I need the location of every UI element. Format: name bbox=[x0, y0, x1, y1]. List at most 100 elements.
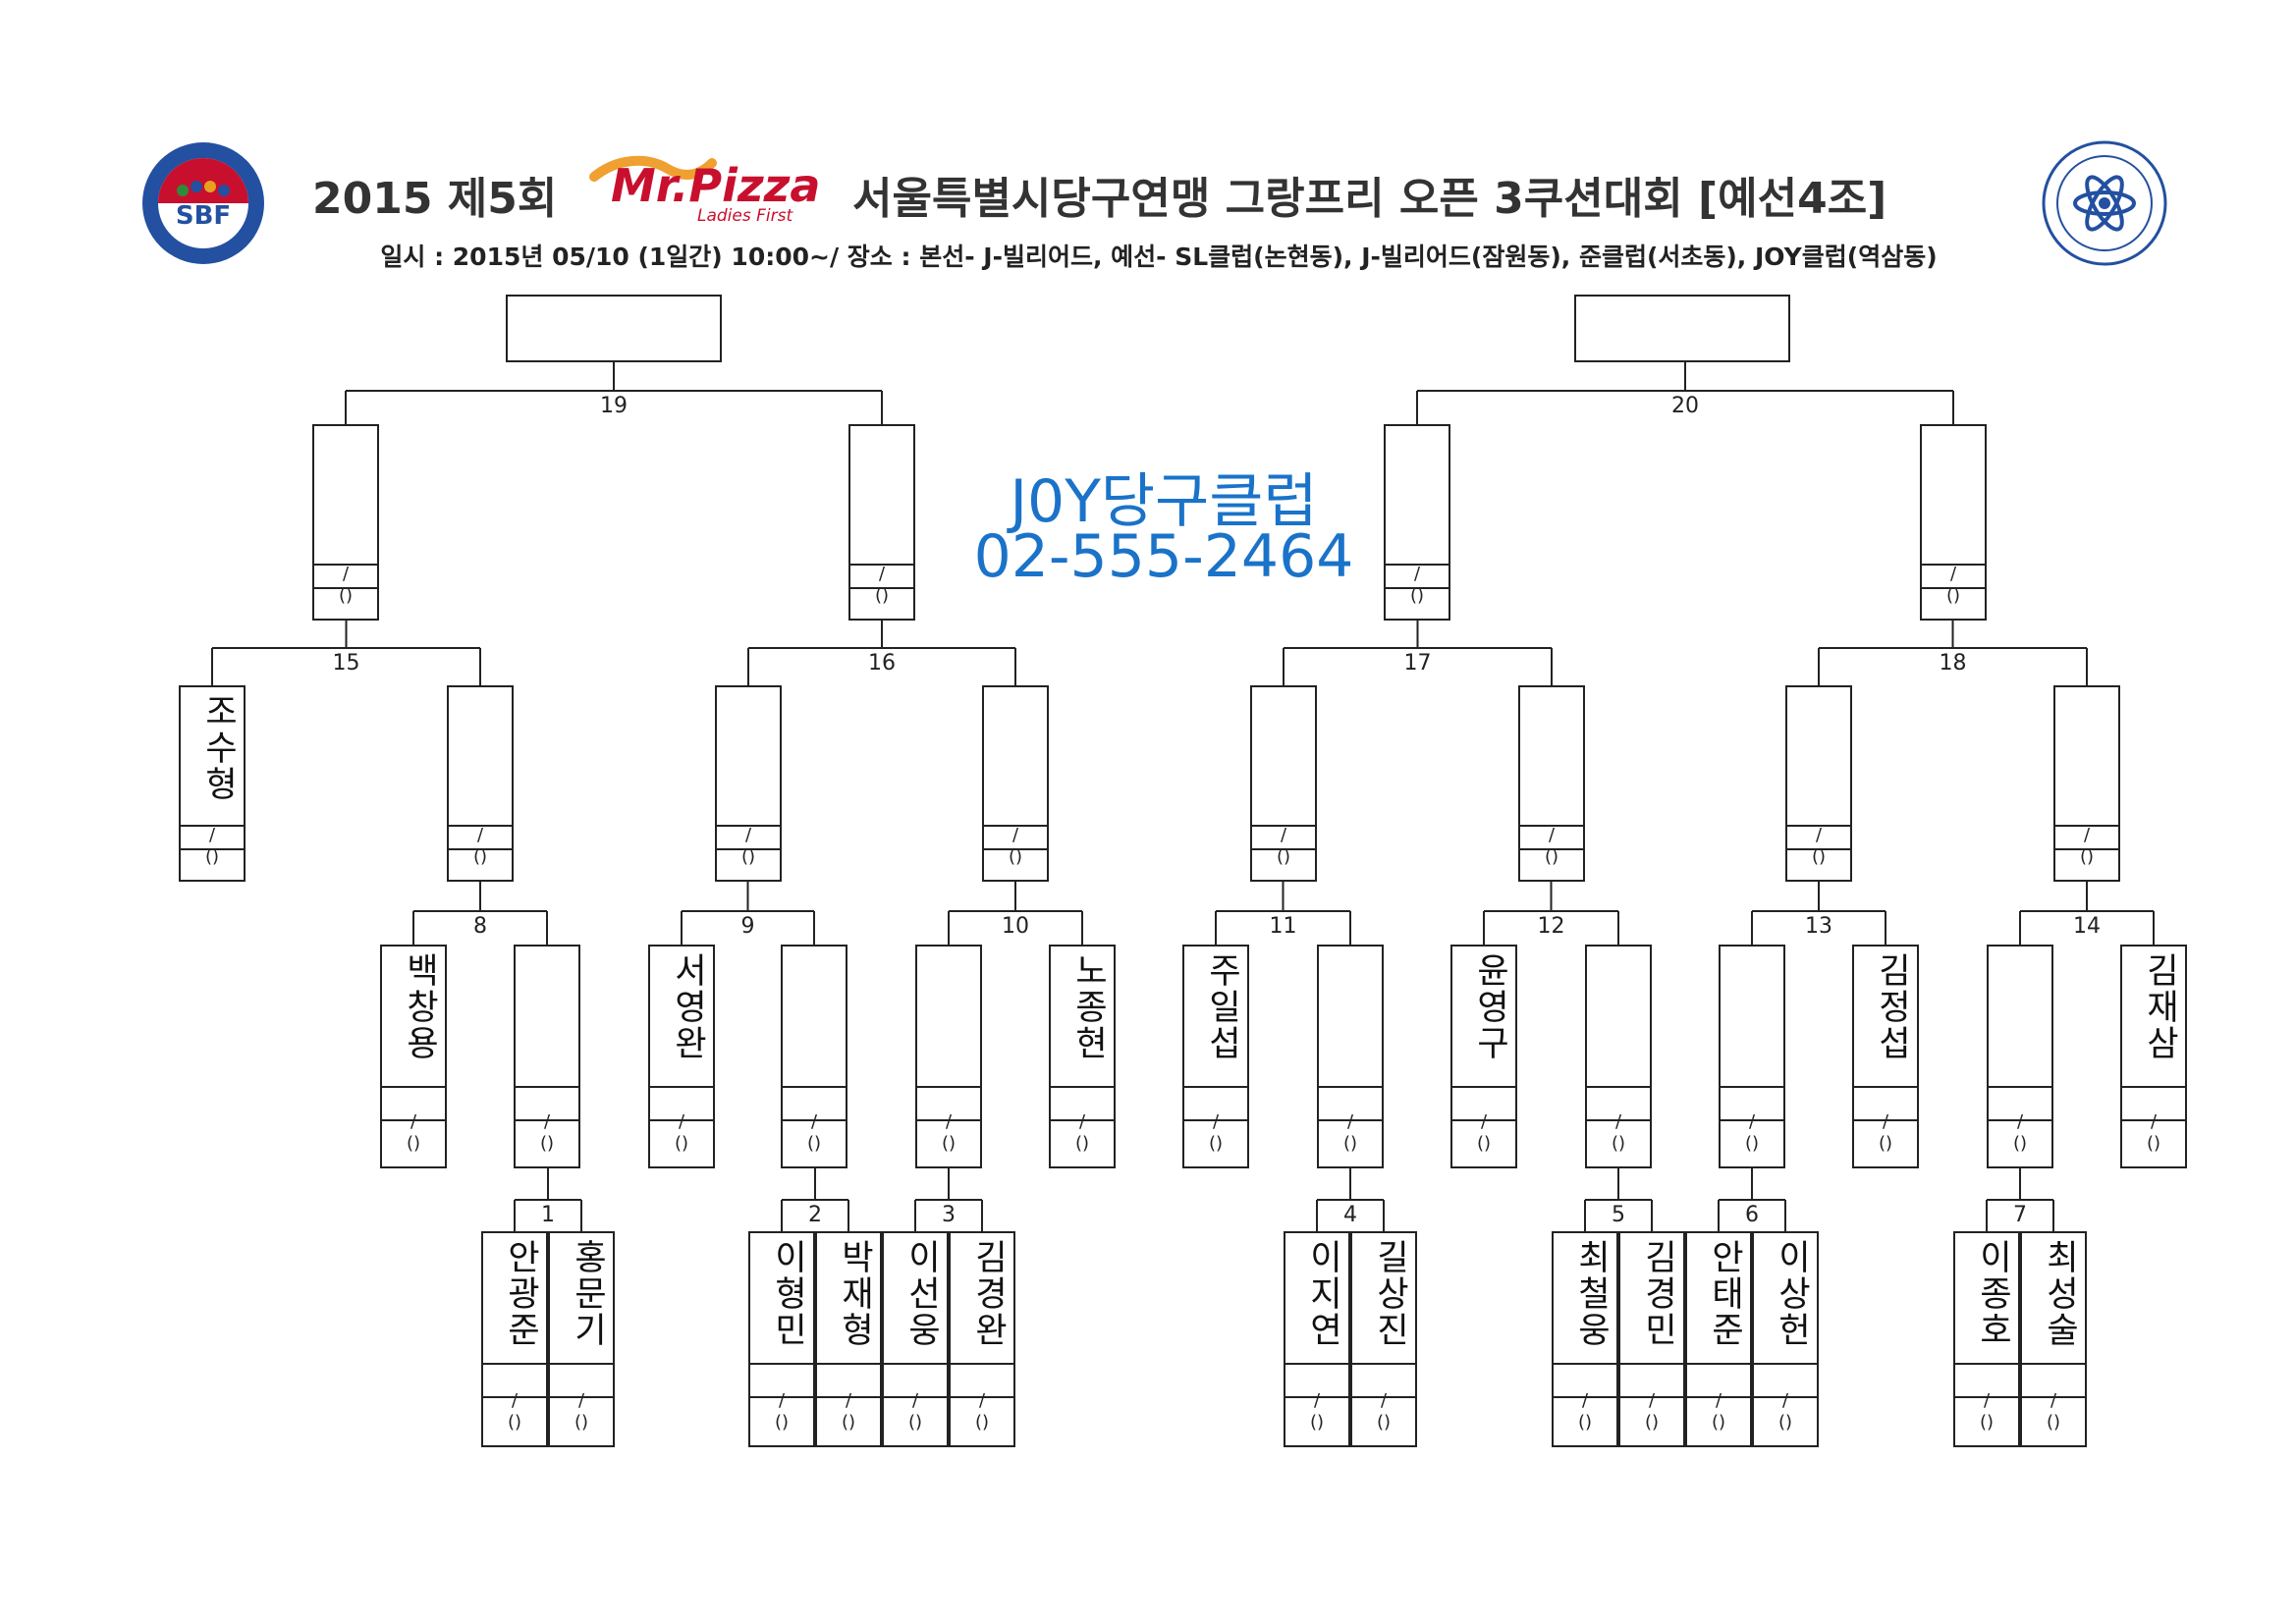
slot-divider bbox=[917, 1119, 980, 1121]
player-name-text: 김재삼 bbox=[2140, 952, 2179, 1061]
player-slot: /() bbox=[1585, 945, 1652, 1168]
slot-divider bbox=[1051, 1086, 1114, 1088]
score-parens: () bbox=[874, 585, 890, 606]
match-number: 9 bbox=[740, 914, 755, 939]
score-field: /() bbox=[951, 1390, 1013, 1443]
score-parens: () bbox=[1309, 1412, 1325, 1433]
slot-divider bbox=[1587, 1086, 1650, 1088]
player-slot: /() bbox=[447, 685, 514, 882]
score-parens: () bbox=[1711, 1412, 1726, 1433]
score-parens: () bbox=[472, 846, 488, 867]
club-phone: 02-555-2464 bbox=[973, 522, 1354, 591]
slot-divider bbox=[449, 848, 512, 850]
player-name: 안광준 bbox=[483, 1239, 546, 1348]
score-field: /() bbox=[2055, 825, 2118, 878]
slot-divider bbox=[750, 1363, 813, 1365]
score-field: /() bbox=[1620, 1390, 1683, 1443]
slot-divider bbox=[1620, 1396, 1683, 1398]
player-slot: /() bbox=[715, 685, 782, 882]
player-name: 김경민 bbox=[1620, 1239, 1683, 1348]
score-slash: / bbox=[1715, 1390, 1722, 1411]
score-slash: / bbox=[878, 564, 886, 584]
slot-divider bbox=[516, 1086, 578, 1088]
score-parens: () bbox=[338, 585, 354, 606]
match-number: 5 bbox=[1612, 1203, 1625, 1227]
match-number: 17 bbox=[1403, 651, 1432, 676]
player-name-text: 노종현 bbox=[1068, 952, 1108, 1061]
score-slash: / bbox=[1648, 1390, 1656, 1411]
player-slot: 김재삼 /() bbox=[2120, 945, 2187, 1168]
score-field: /() bbox=[650, 1111, 713, 1164]
slot-divider bbox=[1051, 1119, 1114, 1121]
score-parens: () bbox=[774, 1412, 790, 1433]
slot-divider bbox=[181, 825, 244, 827]
player-slot: 박재형/() bbox=[815, 1231, 882, 1447]
slot-divider bbox=[2022, 1396, 2085, 1398]
slot-divider bbox=[1252, 848, 1315, 850]
match-number: 12 bbox=[1537, 914, 1565, 939]
score-parens: () bbox=[841, 1412, 856, 1433]
player-slot: /() bbox=[1518, 685, 1585, 882]
match-number: 4 bbox=[1343, 1203, 1357, 1227]
player-name-text: 조수형 bbox=[198, 693, 238, 802]
player-name-text: 서영완 bbox=[668, 952, 707, 1061]
slot-divider bbox=[783, 1119, 846, 1121]
score-slash: / bbox=[2150, 1111, 2158, 1132]
slot-divider bbox=[1955, 1396, 2018, 1398]
score-slash: / bbox=[511, 1390, 519, 1411]
player-name: 박재형 bbox=[817, 1239, 880, 1348]
score-field: /() bbox=[750, 1390, 813, 1443]
slot-divider bbox=[984, 848, 1047, 850]
score-parens: () bbox=[1644, 1412, 1660, 1433]
match-number: 18 bbox=[1939, 651, 1967, 676]
match-number: 16 bbox=[868, 651, 896, 676]
slot-divider bbox=[181, 848, 244, 850]
score-slash: / bbox=[1413, 564, 1421, 584]
score-parens: () bbox=[1777, 1412, 1793, 1433]
score-slash: / bbox=[1480, 1111, 1488, 1132]
player-name-text: 백창용 bbox=[400, 952, 439, 1061]
slot-divider bbox=[817, 1363, 880, 1365]
player-slot: /() bbox=[1250, 685, 1317, 882]
score-parens: () bbox=[204, 846, 220, 867]
score-parens: () bbox=[2146, 1133, 2161, 1154]
score-slash: / bbox=[1313, 1390, 1321, 1411]
score-slash: / bbox=[911, 1390, 919, 1411]
slot-divider bbox=[1721, 1086, 1783, 1088]
slot-divider bbox=[1319, 1086, 1382, 1088]
player-slot: /() bbox=[915, 945, 982, 1168]
player-name: 서영완 bbox=[650, 952, 713, 1061]
score-parens: () bbox=[1008, 846, 1023, 867]
score-parens: () bbox=[1611, 1133, 1626, 1154]
slot-divider bbox=[1452, 1086, 1515, 1088]
player-name: 김정섭 bbox=[1854, 952, 1917, 1061]
score-slash: / bbox=[778, 1390, 786, 1411]
slot-divider bbox=[850, 587, 913, 589]
slot-divider bbox=[917, 1086, 980, 1088]
score-slash: / bbox=[2050, 1390, 2057, 1411]
slot-divider bbox=[1955, 1363, 2018, 1365]
slot-divider bbox=[1452, 1119, 1515, 1121]
score-slash: / bbox=[945, 1111, 953, 1132]
player-slot: /() bbox=[514, 945, 580, 1168]
slot-divider bbox=[850, 564, 913, 566]
slot-divider bbox=[550, 1396, 613, 1398]
slot-divider bbox=[2055, 848, 2118, 850]
slot-divider bbox=[382, 1086, 445, 1088]
slot-divider bbox=[1386, 564, 1449, 566]
score-field: /() bbox=[382, 1111, 445, 1164]
player-name-text: 주일섭 bbox=[1202, 952, 1241, 1061]
player-slot: 길상진/() bbox=[1350, 1231, 1417, 1447]
score-parens: () bbox=[1811, 846, 1827, 867]
player-slot: 이지연 /() bbox=[1284, 1231, 1350, 1447]
score-slash: / bbox=[1346, 1111, 1354, 1132]
sponsor-logo: Mr.Pizza Ladies First bbox=[589, 155, 845, 234]
slot-divider bbox=[2055, 825, 2118, 827]
score-parens: () bbox=[1276, 846, 1291, 867]
slot-divider bbox=[1721, 1119, 1783, 1121]
event-info: 일시 : 2015년 05/10 (1일간) 10:00~/ 장소 : 본선- … bbox=[380, 243, 1938, 271]
score-slash: / bbox=[2083, 825, 2091, 845]
slot-divider bbox=[1922, 587, 1985, 589]
player-name-text: 이지연 bbox=[1303, 1239, 1342, 1348]
score-slash: / bbox=[208, 825, 216, 845]
